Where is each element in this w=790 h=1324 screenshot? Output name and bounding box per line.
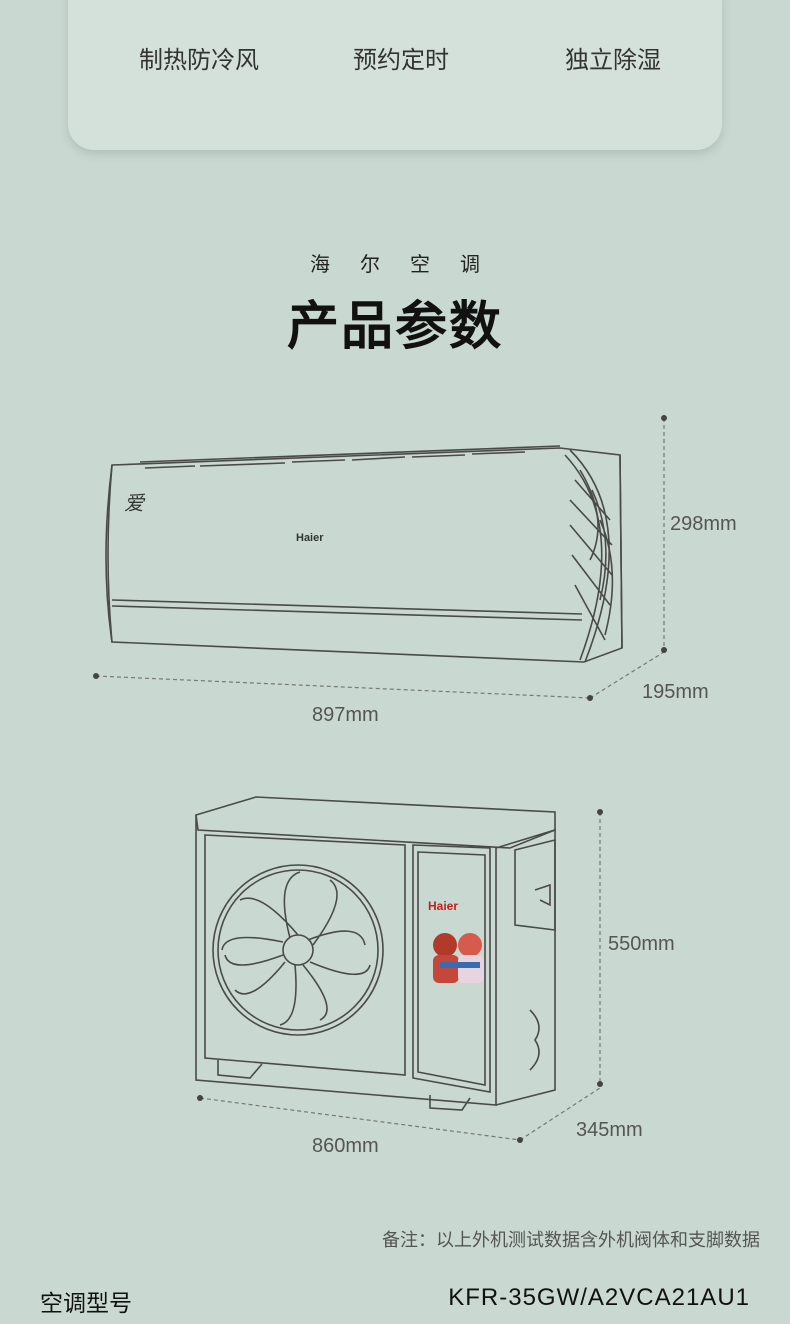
indoor-depth-label: 195mm	[642, 681, 709, 703]
spec-label: 空调型号	[40, 1291, 132, 1317]
section-title: 产品参数	[286, 297, 503, 357]
indoor-width-label: 897mm	[312, 704, 379, 726]
outdoor-logo-text: Haier	[428, 899, 458, 913]
indoor-logo-text: Haier	[296, 532, 324, 544]
feature-timer-label: 预约定时	[353, 46, 449, 74]
spec-row-model: 空调型号 KFR-35GW/A2VCA21AU1	[0, 1284, 790, 1324]
features-card: 制热防冷风 预约定时 独立除湿	[68, 0, 722, 150]
outdoor-width-label: 860mm	[312, 1135, 379, 1157]
feature-dehumidify-label: 独立除湿	[565, 46, 661, 74]
outdoor-height-label: 550mm	[608, 933, 675, 955]
indoor-height-label: 298mm	[670, 513, 737, 535]
footnote: 备注：以上外机测试数据含外机阀体和支脚数据	[382, 1230, 760, 1251]
section-brand: 海尔空调	[310, 252, 510, 276]
mascot-image	[433, 933, 484, 983]
feature-heating-label: 制热防冷风	[139, 46, 259, 74]
outdoor-unit-drawing	[195, 796, 556, 1111]
indoor-unit-drawing	[105, 445, 623, 663]
outdoor-depth-label: 345mm	[576, 1119, 643, 1141]
spec-value: KFR-35GW/A2VCA21AU1	[448, 1284, 750, 1311]
indoor-badge-text: 爱	[124, 491, 146, 515]
